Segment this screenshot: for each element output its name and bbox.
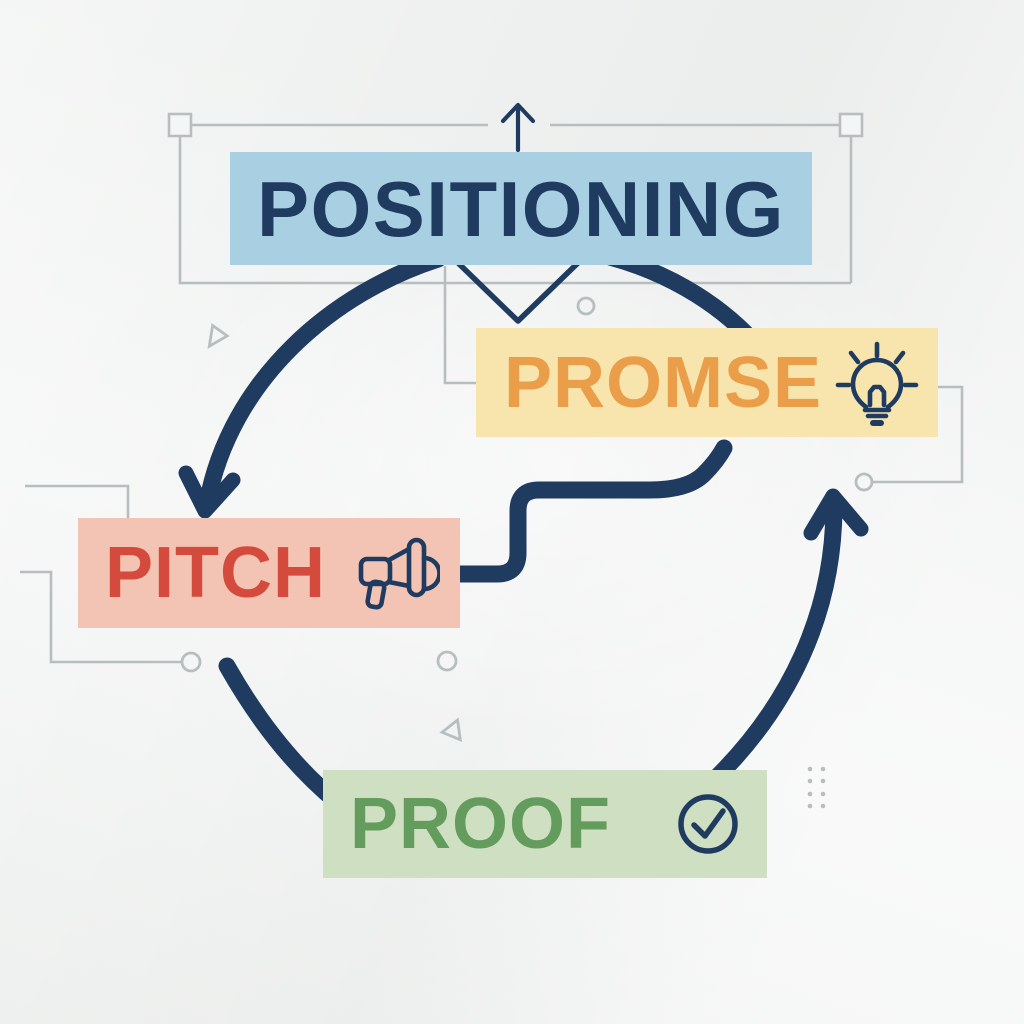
connector-end-circle-pitch [180, 651, 202, 673]
decor-triangle-right [439, 717, 463, 743]
connector-pitch-top-left [25, 484, 130, 521]
arrowhead-up [803, 488, 869, 541]
connector-promse-right [872, 385, 964, 484]
decor-circle-center [436, 650, 458, 672]
connector-pitch-bottom-left [20, 570, 182, 664]
lightbulb-icon [835, 341, 919, 426]
decor-triangle-left [207, 323, 230, 349]
decor-circle-top [576, 296, 596, 316]
arc-proof-to-promse [704, 497, 843, 790]
step-promse: PROMSE [476, 328, 938, 437]
step-proof-label: PROOF [350, 784, 612, 864]
arc-positioning-to-pitch [198, 250, 447, 513]
check-circle-icon [678, 794, 738, 854]
step-proof: PROOF [323, 770, 767, 878]
connector-end-circle-promse [854, 472, 874, 492]
decor-dots-grid [807, 766, 826, 809]
positioning-frame [167, 112, 864, 285]
megaphone-icon [358, 537, 440, 610]
connector-promse-to-pitch-squiggle [429, 439, 733, 583]
frame-corner-square-right [838, 112, 864, 138]
step-positioning-label: POSITIONING [257, 164, 785, 253]
chevron-down-icon [451, 256, 585, 324]
frame-corner-square-left [167, 112, 193, 138]
step-pitch-label: PITCH [105, 533, 326, 613]
arc-pitch-to-proof [218, 657, 347, 812]
connector-positioning-to-promse [443, 266, 476, 385]
step-positioning: POSITIONING [230, 152, 812, 265]
up-arrow-icon [500, 102, 536, 153]
step-promse-label: PROMSE [504, 342, 823, 423]
arrowhead-down-left [178, 465, 241, 519]
step-pitch: PITCH [78, 518, 460, 628]
